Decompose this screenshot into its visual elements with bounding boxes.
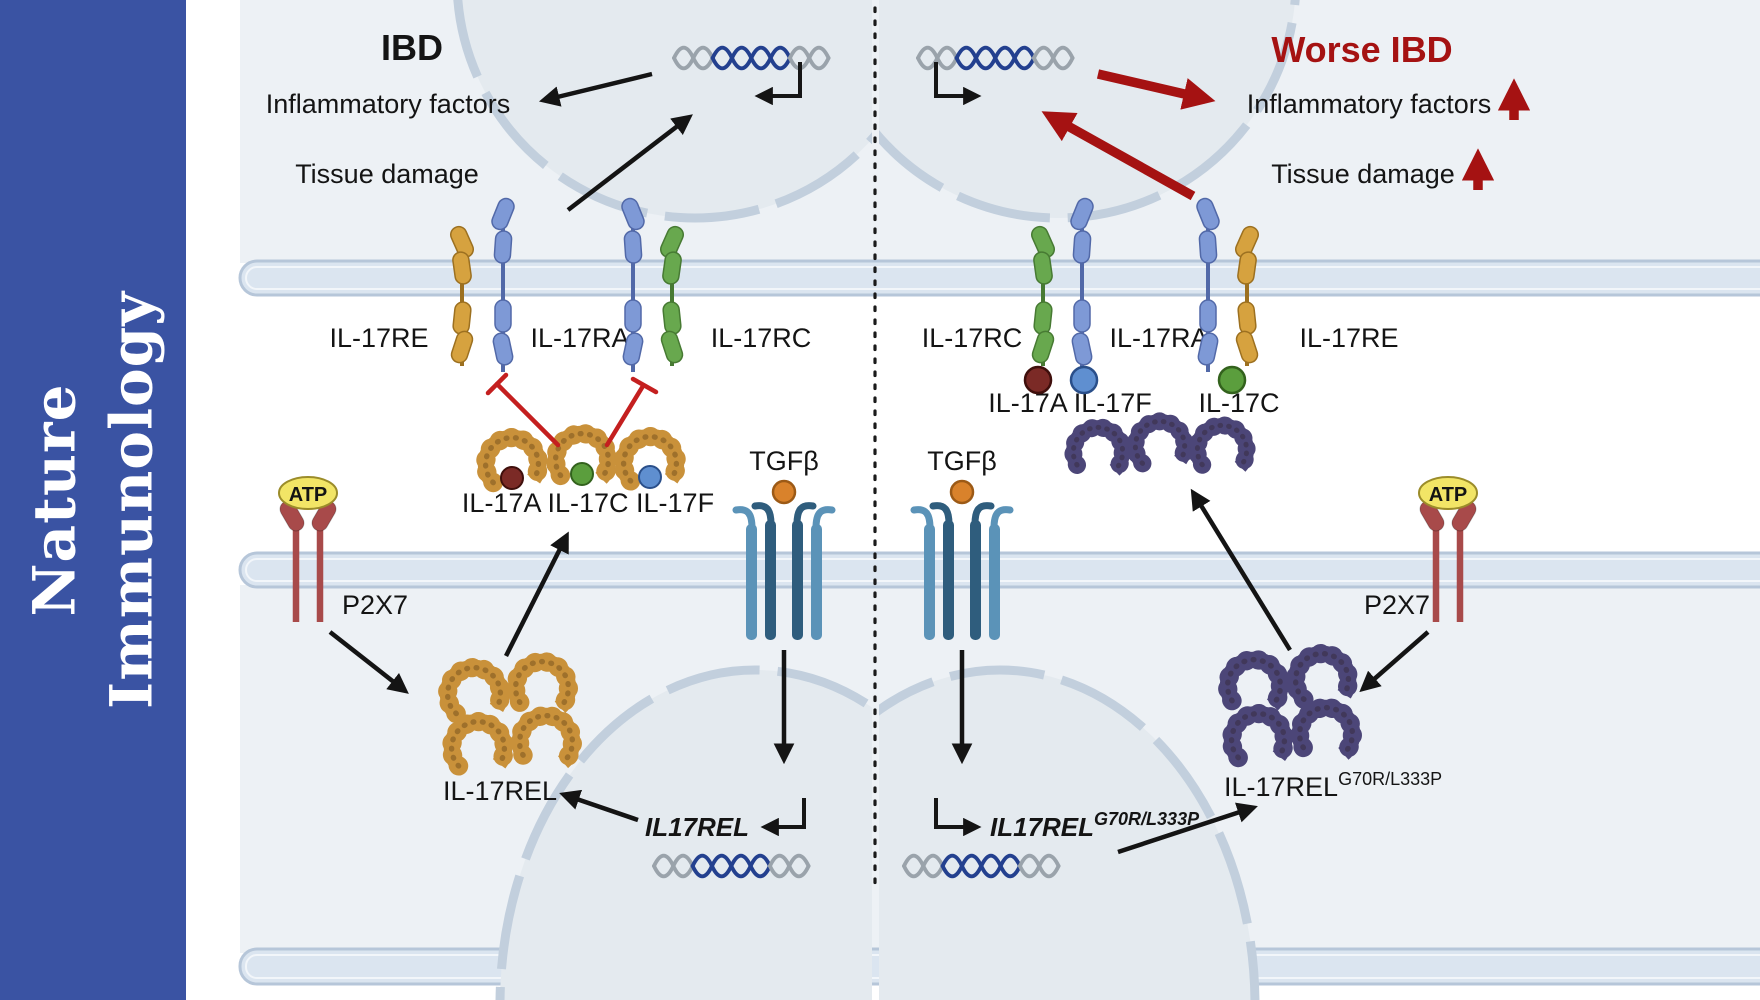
arrow-receptors-to-nucleus-right — [1041, 111, 1196, 201]
right-title: Worse IBD — [1271, 29, 1452, 70]
left-ligands-label: IL-17A IL-17C IL-17F — [462, 488, 714, 518]
left-atp-label: ATP — [289, 484, 328, 506]
il17a-core-icon — [500, 466, 524, 490]
left-il17re-label: IL-17RE — [329, 323, 428, 353]
arrow-to-inflammatory-right — [1096, 69, 1216, 110]
right-il17c-label: IL-17C — [1198, 388, 1279, 418]
right-tissue-label: Tissue damage — [1271, 159, 1455, 189]
arrow-receptors-to-nucleus-left — [566, 114, 693, 212]
arrow-mutant-to-row-right — [1190, 488, 1292, 652]
left-p2x7-label: P2X7 — [342, 590, 408, 620]
il17c-ligand-complex-icon — [554, 432, 610, 485]
right-gene-sup: G70R/L333P — [1094, 809, 1200, 829]
journal-sidebar: Nature Immunology — [0, 0, 186, 1000]
left-il17rc-label: IL-17RC — [711, 323, 812, 353]
right-p2x7-label: P2X7 — [1364, 590, 1430, 620]
il17f-ligand-complex-icon — [622, 435, 677, 488]
il17ra-receptor-icon — [1193, 195, 1223, 372]
left-il17rel-label: IL-17REL — [443, 776, 557, 806]
membrane-top — [238, 259, 1760, 297]
arrow-p2x7-to-il17rel-left — [328, 630, 409, 694]
il17rc-receptor-icon — [657, 223, 687, 366]
right-il17ra-label: IL-17RA — [1109, 323, 1208, 353]
transcription-arrow-left-icon — [760, 798, 806, 837]
arrow-gene-to-protein-right — [1117, 802, 1258, 855]
atp-molecule-icon: ATP — [278, 476, 338, 510]
inhibition-tee-icon — [485, 372, 561, 448]
membrane-middle — [238, 551, 1760, 589]
arrow-to-inflammatory-left — [538, 71, 653, 107]
atp-molecule-icon: ATP — [1418, 476, 1478, 510]
journal-line1: Nature — [20, 383, 89, 617]
right-tgfb-label: TGFβ — [927, 446, 997, 476]
mutant-il17rel-row-icon — [1071, 419, 1247, 471]
il17c-core-icon — [570, 462, 594, 486]
bottom-right-nucleus — [879, 665, 1260, 1000]
right-inflammatory-label: Inflammatory factors — [1247, 89, 1492, 119]
right-gene-label: IL17RELG70R/L333P — [990, 809, 1200, 842]
left-gene-label: IL17REL — [645, 812, 749, 842]
right-atp-label: ATP — [1429, 484, 1468, 506]
il17rc-receptor-icon — [1028, 223, 1058, 366]
transcription-arrow-right-icon — [934, 62, 982, 106]
tgfb-ligand-icon — [771, 479, 797, 505]
il17f-core-icon — [638, 465, 662, 489]
journal-line2: Immunology — [97, 291, 165, 709]
il17ra-receptor-icon — [1067, 195, 1097, 372]
tgfb-receptor-icon — [736, 479, 832, 640]
inhibition-tee-icon — [604, 376, 659, 448]
il17a-ligand-complex-icon — [483, 435, 539, 489]
arrow-il17rel-to-ligands-left — [503, 531, 569, 658]
left-inflammatory-label: Inflammatory factors — [266, 89, 511, 119]
transcription-arrow-right-icon — [934, 798, 982, 837]
il17re-receptor-icon — [1232, 223, 1262, 366]
arrow-p2x7-to-mutant-right — [1359, 630, 1430, 693]
left-title: IBD — [381, 27, 443, 68]
arrow-gene-to-protein-left — [559, 789, 639, 823]
il17ra-receptor-icon — [618, 195, 648, 372]
left-tgfb-label: TGFβ — [749, 446, 819, 476]
il17a-ligand-icon — [1023, 365, 1053, 395]
il17c-ligand-icon — [1217, 365, 1247, 395]
left-tissue-label: Tissue damage — [295, 159, 479, 189]
il17re-receptor-icon — [447, 223, 477, 366]
right-il17re-label: IL-17RE — [1299, 323, 1398, 353]
left-il17ra-label: IL-17RA — [530, 323, 629, 353]
tgfb-ligand-icon — [949, 479, 975, 505]
right-il17a-f-label: IL-17A IL-17F — [988, 388, 1152, 418]
right-il17rc-label: IL-17RC — [922, 323, 1023, 353]
right-gene-base: IL17REL — [990, 812, 1094, 842]
tgfb-receptor-icon — [914, 479, 1010, 640]
il17ra-receptor-icon — [488, 195, 518, 372]
right-il17rel-mutant-sup: G70R/L333P — [1338, 769, 1442, 789]
top-right-nucleus — [879, 0, 1300, 223]
journal-title: Nature Immunology — [16, 291, 169, 709]
right-il17rel-mutant-label: IL-17RELG70R/L333P — [1224, 769, 1442, 802]
transcription-arrow-left-icon — [754, 62, 802, 106]
right-il17rel-mutant-base: IL-17REL — [1224, 772, 1338, 802]
il17f-ligand-icon — [1069, 365, 1099, 395]
